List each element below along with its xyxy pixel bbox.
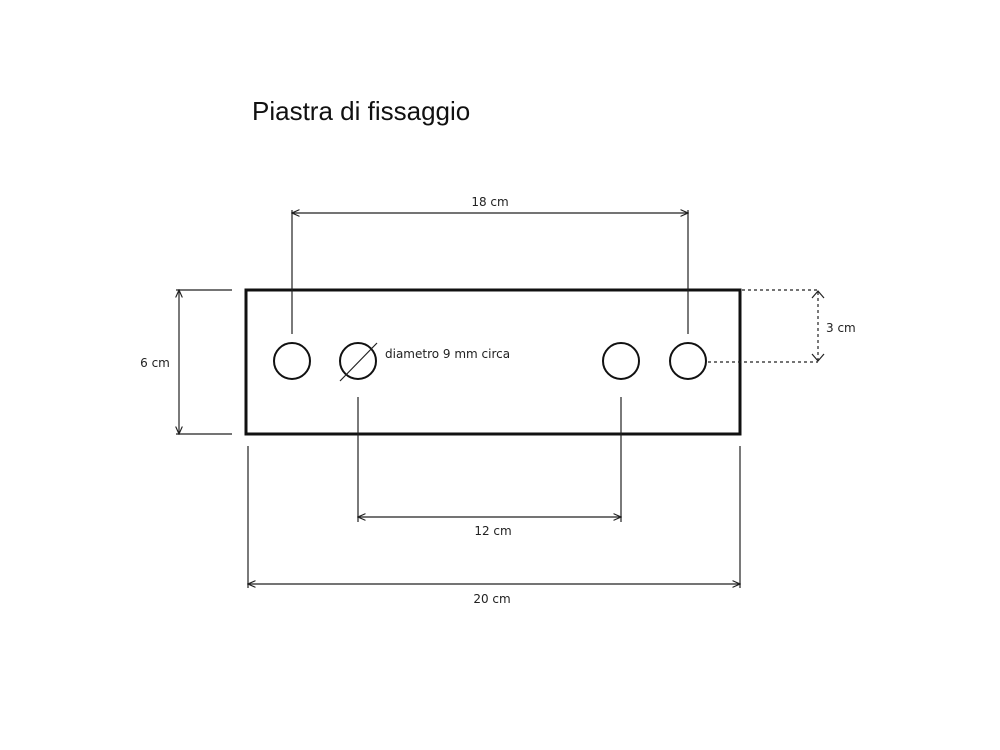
plate-outline <box>244 288 742 436</box>
offset-arrow-bottom <box>811 353 825 362</box>
length-label: 20 cm <box>473 592 510 606</box>
hole-2 <box>339 342 377 380</box>
offset-arrow-top <box>811 290 825 299</box>
outer-spacing-label: 18 cm <box>471 195 508 209</box>
diagram-title: Piastra di fissaggio <box>252 96 470 126</box>
hole-diameter-line <box>339 342 378 382</box>
offset-label: 3 cm <box>826 321 856 335</box>
hole-3 <box>602 342 640 380</box>
inner-spacing-label: 12 cm <box>474 524 511 538</box>
hole-diameter-label: diametro 9 mm circa <box>385 347 510 361</box>
height-label: 6 cm <box>140 356 170 370</box>
hole-1 <box>273 342 311 380</box>
hole-4 <box>669 342 707 380</box>
